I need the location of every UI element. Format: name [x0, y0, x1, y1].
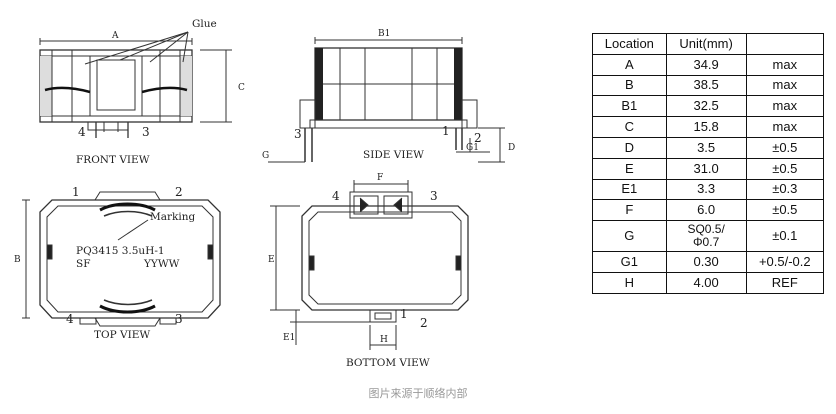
table-header-blank — [745, 33, 825, 55]
table-cell-tolerance: ±0.3 — [745, 178, 825, 201]
marking-text-sf: SF — [76, 258, 90, 270]
table-cell-location: E — [592, 157, 667, 180]
table-row: B 38.5 max — [592, 74, 825, 97]
table-cell-location: G — [592, 220, 667, 253]
bottom-view-label: BOTTOM VIEW — [346, 357, 430, 369]
top-pin-2: 2 — [175, 185, 183, 199]
dimension-table: Location Unit(mm) A 34.9 max B 38.5 max … — [592, 33, 825, 294]
table-row: H 4.00 REF — [592, 271, 825, 294]
table-cell-location: B1 — [592, 95, 667, 118]
table-cell-location: A — [592, 53, 667, 76]
table-row: G1 0.30 +0.5/-0.2 — [592, 251, 825, 273]
table-row: C 15.8 max — [592, 116, 825, 138]
dim-label-g1: G1 — [466, 143, 479, 153]
side-pin-2: 2 — [474, 131, 482, 145]
dim-label-h: H — [380, 335, 388, 345]
table-cell-value: 3.5 — [665, 136, 747, 159]
table-cell-tolerance: +0.5/-0.2 — [745, 251, 825, 273]
dim-label-e1: E1 — [283, 333, 295, 343]
table-cell-location: C — [592, 116, 667, 138]
marking-text-date-code: YYWW — [143, 258, 180, 270]
dim-label-c: C — [238, 83, 245, 93]
table-cell-value: 32.5 — [665, 95, 747, 118]
bottom-pin-1: 1 — [400, 307, 408, 321]
table-cell-tolerance: ±0.5 — [745, 157, 825, 180]
table-cell-value: 6.0 — [665, 199, 747, 222]
side-pin-3: 3 — [294, 127, 302, 141]
table-cell-value: 38.5 — [665, 74, 747, 97]
table-cell-tolerance: ±0.1 — [745, 220, 825, 253]
side-view-label: SIDE VIEW — [363, 149, 424, 161]
bottom-pin-3: 3 — [430, 189, 438, 203]
front-pin-4: 4 — [78, 125, 86, 139]
table-cell-location: H — [592, 271, 667, 294]
glue-callout: Glue — [192, 18, 217, 30]
image-caption: 图片来源于顺络内部 — [368, 387, 468, 400]
table-row: D 3.5 ±0.5 — [592, 136, 825, 159]
table-cell-tolerance: max — [745, 74, 825, 97]
bottom-pin-4: 4 — [332, 189, 340, 203]
table-row: B1 32.5 max — [592, 95, 825, 118]
table-row: F 6.0 ±0.5 — [592, 199, 825, 222]
table-cell-location: E1 — [592, 178, 667, 201]
bottom-pin-2: 2 — [420, 316, 428, 330]
table-cell-tolerance: max — [745, 95, 825, 118]
table-row: E 31.0 ±0.5 — [592, 157, 825, 180]
side-view — [268, 37, 505, 163]
table-cell-tolerance: ±0.5 — [745, 136, 825, 159]
dim-label-b: B — [14, 255, 21, 265]
dim-label-e: E — [268, 255, 275, 265]
side-pin-1: 1 — [442, 124, 450, 138]
dim-label-d: D — [508, 143, 515, 153]
front-pin-3: 3 — [142, 125, 150, 139]
table-header-row: Location Unit(mm) — [592, 33, 825, 55]
dim-label-a: A — [111, 31, 119, 41]
table-cell-location: B — [592, 74, 667, 97]
top-pin-4: 4 — [66, 312, 74, 326]
dim-label-f: F — [377, 173, 383, 183]
bottom-view — [270, 180, 469, 350]
table-cell-tolerance: max — [745, 116, 825, 138]
top-view — [22, 191, 221, 327]
table-cell-value: 15.8 — [665, 116, 747, 138]
marking-text-line1: PQ3415 3.5uH-1 — [76, 245, 165, 257]
table-cell-value: 4.00 — [665, 271, 747, 294]
table-header-unit: Unit(mm) — [665, 33, 747, 55]
table-cell-value: 34.9 — [665, 53, 747, 76]
marking-callout: Marking — [150, 211, 196, 223]
dim-label-b1: B1 — [378, 29, 390, 39]
table-row: A 34.9 max — [592, 53, 825, 76]
table-row: G SQ0.5/ Φ0.7 ±0.1 — [592, 220, 825, 253]
table-cell-value: 3.3 — [665, 178, 747, 201]
table-cell-location: F — [592, 199, 667, 222]
table-cell-tolerance: max — [745, 53, 825, 76]
table-cell-location: D — [592, 136, 667, 159]
table-row: E1 3.3 ±0.3 — [592, 178, 825, 201]
table-cell-value: SQ0.5/ Φ0.7 — [665, 220, 747, 253]
top-view-label: TOP VIEW — [94, 329, 150, 341]
top-pin-3: 3 — [175, 312, 183, 326]
table-cell-value-line2: Φ0.7 — [692, 235, 720, 250]
dim-label-g: G — [262, 151, 269, 161]
table-cell-location: G1 — [592, 251, 667, 273]
table-cell-value: 31.0 — [665, 157, 747, 180]
table-cell-value-line1: SQ0.5/ — [687, 222, 725, 237]
technical-drawing: A C Glue 4 3 FRONT VIEW — [14, 18, 515, 369]
table-cell-tolerance: REF — [745, 271, 825, 294]
top-pin-1: 1 — [72, 185, 80, 199]
table-cell-value: 0.30 — [665, 251, 747, 273]
front-view — [39, 31, 232, 138]
table-header-location: Location — [592, 33, 667, 55]
table-cell-tolerance: ±0.5 — [745, 199, 825, 222]
front-view-label: FRONT VIEW — [76, 154, 150, 166]
